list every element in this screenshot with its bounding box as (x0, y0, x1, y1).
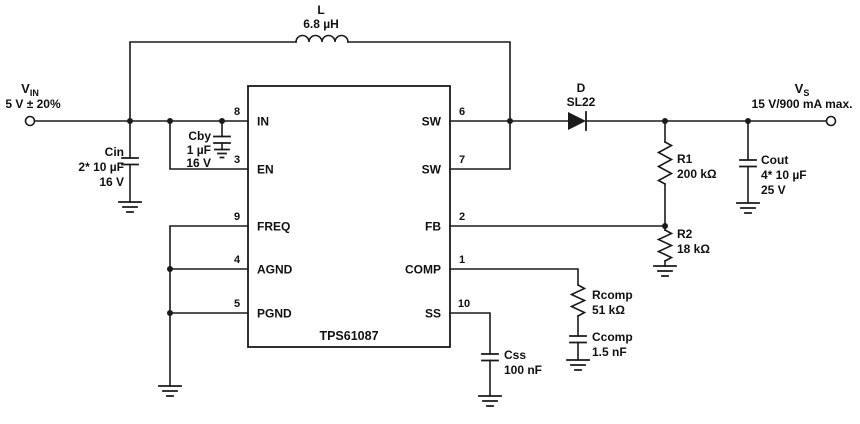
junction-dots (127, 118, 751, 316)
capacitor-symbol-css (481, 353, 499, 362)
pin-numbers: 8 3 9 4 5 6 7 2 1 10 (234, 106, 470, 310)
r1-ref: R1 (677, 152, 693, 166)
vs-terminal-group: VS 15 V/900 mA max. (752, 81, 853, 127)
junction-dot (127, 118, 133, 124)
pin-label-comp: COMP (405, 263, 441, 277)
pin-number: 8 (234, 106, 240, 118)
vin-spec: 5 V ± 20% (5, 97, 61, 111)
capacitor-symbol-ccomp (569, 335, 587, 344)
pin-label-sw1: SW (422, 115, 442, 129)
ground-symbol (118, 201, 142, 213)
pin-number: 7 (459, 154, 465, 166)
ic-part-number: TPS61087 (319, 329, 378, 343)
cout-group: Cout 4* 10 µF 25 V (736, 120, 807, 214)
pin-number: 4 (234, 254, 241, 266)
wire-to-inductor (129, 41, 297, 122)
rcomp-ref: Rcomp (592, 288, 633, 302)
junction-dot (167, 310, 173, 316)
vs-spec: 15 V/900 mA max. (752, 97, 853, 111)
pin-names: IN EN FREQ AGND PGND SW SW FB COMP SS (257, 115, 442, 321)
vs-label: VS (795, 81, 810, 98)
cin-value: 2* 10 µF (78, 160, 124, 174)
ccomp-value: 1.5 nF (592, 345, 627, 359)
wire-freq-rail (169, 225, 249, 387)
pin-label-agnd: AGND (257, 263, 293, 277)
junction-dot (507, 118, 513, 124)
cby-ref: Cby (188, 129, 211, 143)
ic-body (247, 85, 451, 348)
feedback-group: R1 200 kΩ R2 18 kΩ (449, 120, 717, 277)
css-group: Css 100 nF (449, 312, 542, 407)
capacitor-symbol-cout (739, 159, 757, 168)
vin-label: VIN (21, 81, 39, 98)
diode-symbol (568, 112, 586, 130)
r2-value: 18 kΩ (677, 242, 710, 256)
r2-ref: R2 (677, 227, 693, 241)
cin-rating: 16 V (99, 175, 124, 189)
junction-dot (167, 266, 173, 272)
wire-ss (449, 312, 491, 355)
ground-symbol (158, 385, 182, 397)
pin-label-en: EN (257, 163, 274, 177)
cout-value: 4* 10 µF (761, 168, 807, 182)
ground-symbol (736, 202, 760, 214)
r1-value: 200 kΩ (677, 167, 717, 181)
resistor-symbol-rcomp (569, 283, 587, 318)
vin-terminal (24, 115, 36, 127)
inductor-symbol (295, 34, 349, 43)
pin-number: 5 (234, 298, 240, 310)
cin-group: Cin 2* 10 µF 16 V (78, 120, 142, 213)
css-ref: Css (504, 348, 526, 362)
resistor-symbol-r1 (656, 140, 674, 186)
inductor-group: L 6.8 µH (129, 3, 511, 170)
ground-symbol (478, 395, 502, 407)
wire-comp (449, 268, 579, 286)
junction-dot (662, 223, 668, 229)
comp-group: Rcomp 51 kΩ Ccomp 1.5 nF (449, 268, 633, 371)
css-value: 100 nF (504, 363, 542, 377)
pin-number: 2 (459, 211, 465, 223)
pin-label-pgnd: PGND (257, 307, 292, 321)
resistor-symbol-r2 (656, 228, 674, 263)
ic-group: TPS61087 (247, 85, 451, 348)
rcomp-value: 51 kΩ (592, 303, 625, 317)
ccomp-ref: Ccomp (592, 330, 633, 344)
pin-number: 1 (459, 254, 465, 266)
diode-ref: D (577, 81, 586, 95)
pin-label-in: IN (257, 115, 269, 129)
junction-dot (219, 118, 225, 124)
wire-inductor-to-sw (347, 41, 511, 170)
junction-dot (662, 118, 668, 124)
pin-number: 3 (234, 154, 240, 166)
pin-label-fb: FB (425, 220, 441, 234)
cout-ref: Cout (761, 153, 788, 167)
inductor-ref: L (317, 3, 324, 17)
cby-rating: 16 V (186, 156, 211, 170)
left-ground-rail-group (158, 225, 249, 397)
cby-value: 1 µF (187, 143, 211, 157)
cby-group: Cby 1 µF 16 V (169, 120, 249, 170)
pin-label-sw2: SW (422, 163, 442, 177)
ground-symbol-small (214, 148, 230, 159)
vin-terminal-group: VIN 5 V ± 20% (5, 81, 249, 127)
junction-dot (167, 118, 173, 124)
pin-label-ss: SS (425, 307, 441, 321)
capacitor-symbol-cby (213, 135, 231, 144)
capacitor-symbol-cin (121, 157, 139, 166)
vs-terminal (825, 115, 837, 127)
pin-number: 6 (459, 106, 465, 118)
wire-en-tie (169, 120, 249, 170)
ground-symbol (653, 265, 677, 277)
pin-label-freq: FREQ (257, 220, 290, 234)
cout-rating: 25 V (761, 183, 786, 197)
diode-value: SL22 (567, 95, 596, 109)
pin-number: 10 (458, 298, 470, 310)
diode-group: D SL22 (509, 81, 828, 131)
pin-number: 9 (234, 211, 240, 223)
junction-dot (745, 118, 751, 124)
ground-symbol (566, 359, 590, 371)
inductor-value: 6.8 µH (303, 17, 339, 31)
cin-ref: Cin (105, 145, 124, 159)
